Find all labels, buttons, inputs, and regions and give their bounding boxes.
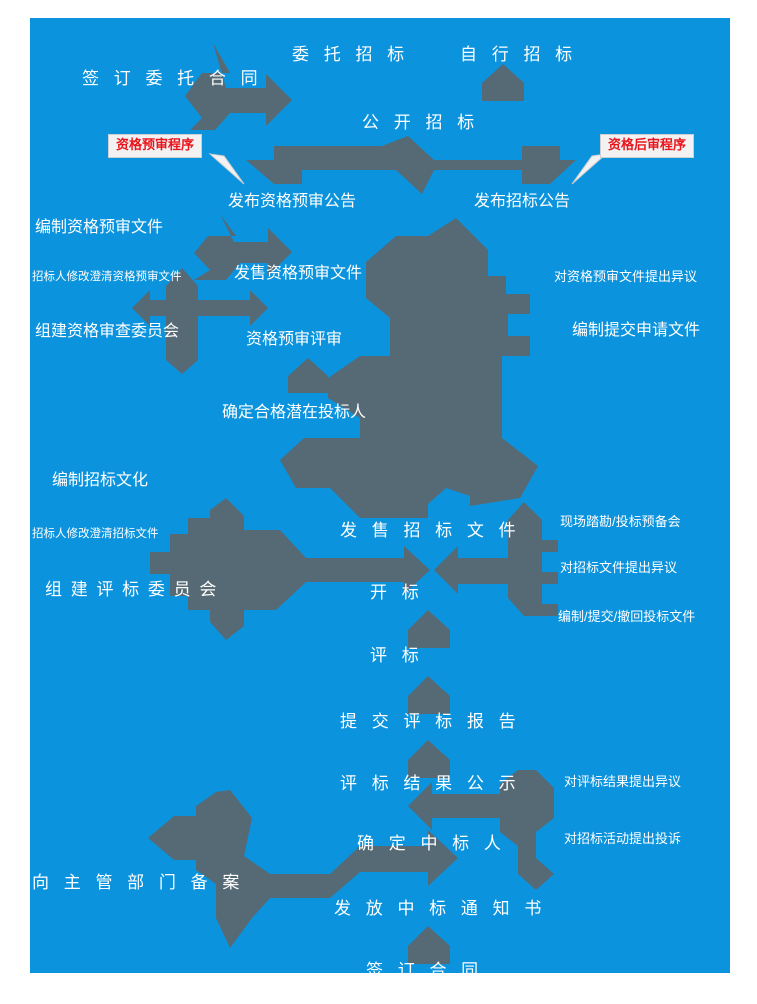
callout-prequalification-procedure: 资格预审程序: [108, 134, 203, 158]
node-label-prepare-prequal-docs: 编制资格预审文件: [35, 219, 164, 236]
node-label-commission-contract: 签 订 委 托 合 同: [82, 69, 263, 88]
node-label-object-prequal-docs: 对资格预审文件提出异议: [554, 269, 698, 284]
arrow-left-bid-docs-funnel: [150, 498, 430, 640]
node-label-determine-winner: 确 定 中 标 人: [357, 834, 506, 853]
node-label-file-with-authority: 向 主 管 部 门 备 案: [32, 873, 245, 892]
arrow-graphics-layer: [132, 43, 576, 964]
node-label-complain-tender-activity: 对招标活动提出投诉: [564, 831, 682, 846]
arrow-prequal-review-node: [288, 358, 328, 393]
arrow-node-report-to-publish: [408, 740, 450, 778]
arrow-commission-contract: [185, 43, 292, 130]
arrow-left-prequal-tee: [132, 268, 268, 374]
node-label-prepare-tender-docs: 编制招标文化: [52, 472, 149, 489]
node-label-prepare-submit-application: 编制提交申请文件: [572, 322, 701, 339]
node-label-submit-eval-report: 提 交 评 标 报 告: [340, 712, 521, 731]
node-label-bid-evaluation: 评 标: [370, 646, 424, 665]
callout-tail-left: [208, 153, 245, 185]
node-label-bid-opening: 开 标: [370, 583, 424, 602]
node-label-sell-prequal-docs: 发售资格预审文件: [234, 265, 363, 282]
node-label-object-tender-docs: 对招标文件提出异议: [560, 560, 678, 575]
node-label-issue-award-notice: 发 放 中 标 通 知 书: [334, 899, 547, 918]
arrow-right-bid-tee: [434, 502, 558, 616]
arrow-file-with-authority-funnel: [148, 790, 458, 948]
node-label-publish-prequal-notice: 发布资格预审公告: [228, 193, 357, 210]
node-label-amend-clarify-prequal: 招标人修改澄清资格预审文件: [32, 271, 182, 283]
node-label-entrusted-tender: 委 托 招 标: [292, 45, 410, 64]
node-label-public-tender: 公 开 招 标: [362, 113, 480, 132]
arrow-public-tender-split: [246, 136, 576, 194]
callout-postqualification-procedure: 资格后审程序: [600, 134, 695, 158]
node-label-form-eval-committee: 组 建 评 标 委 员 会: [45, 580, 219, 599]
flowchart-panel: 签 订 委 托 合 同 委 托 招 标 自 行 招 标 公 开 招 标 发布资格…: [30, 18, 730, 973]
node-label-sign-contract: 签 订 合 同: [366, 961, 484, 973]
arrow-node-eval-to-report: [408, 676, 450, 714]
arrow-prepare-prequal-docs: [194, 214, 292, 280]
arrow-self-tender: [482, 64, 524, 101]
node-label-prepare-submit-withdraw: 编制/提交/撤回投标文件: [558, 609, 696, 624]
node-label-site-survey-prebid: 现场踏勘/投标预备会: [560, 514, 681, 529]
node-label-determine-qualified-bidders: 确定合格潜在投标人: [222, 404, 367, 421]
node-label-form-prequal-committee: 组建资格审查委员会: [35, 323, 180, 340]
node-label-publish-eval-result: 评 标 结 果 公 示: [340, 774, 521, 793]
arrow-right-result-tee: [408, 770, 554, 890]
node-label-prequal-review: 资格预审评审: [246, 331, 343, 348]
arrow-node-notice-to-contract: [408, 926, 450, 964]
arrow-node-open-to-eval: [408, 610, 450, 648]
node-label-amend-clarify-tender-docs: 招标人修改澄清招标文件: [32, 528, 159, 540]
node-label-object-eval-result: 对评标结果提出异议: [564, 774, 682, 789]
node-label-publish-tender-notice: 发布招标公告: [474, 193, 571, 210]
node-label-self-tender: 自 行 招 标: [460, 45, 578, 64]
node-label-sell-tender-docs: 发 售 招 标 文 件: [340, 521, 521, 540]
callout-tail-right: [571, 153, 608, 185]
arrow-postqual-branch-blob: [280, 218, 538, 518]
